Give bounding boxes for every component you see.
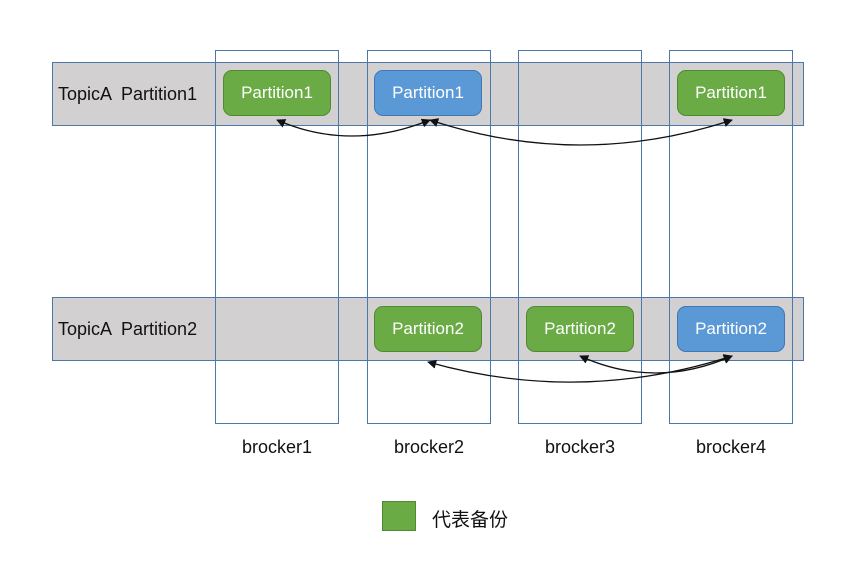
- broker-column-2: [367, 50, 491, 424]
- topic-label-2: TopicA Partition2: [58, 319, 198, 339]
- arrow-p2-b4-b3: [579, 355, 733, 374]
- partition2-broker2: Partition2: [374, 306, 482, 352]
- arrow-p2-b4-b2: [427, 354, 733, 383]
- broker-label-2: brocker2: [393, 437, 465, 457]
- broker-column-4: [669, 50, 793, 424]
- partition2-broker4: Partition2: [677, 306, 785, 352]
- partition1-broker2: Partition1: [374, 70, 482, 116]
- broker-label-1: brocker1: [241, 437, 313, 457]
- broker-label-4: brocker4: [695, 437, 767, 457]
- legend-label: 代表备份: [432, 509, 509, 531]
- broker-column-3: [518, 50, 642, 424]
- topic-label-1: TopicA Partition1: [58, 84, 198, 104]
- partition1-broker4: Partition1: [677, 70, 785, 116]
- arrow-p1-b2-b4: [429, 118, 733, 146]
- legend-swatch: [382, 501, 416, 531]
- broker-label-3: brocker3: [544, 437, 616, 457]
- partition1-broker1: Partition1: [223, 70, 331, 116]
- arrow-p1-b2-b1: [276, 118, 431, 137]
- partition2-broker3: Partition2: [526, 306, 634, 352]
- broker-column-1: [215, 50, 339, 424]
